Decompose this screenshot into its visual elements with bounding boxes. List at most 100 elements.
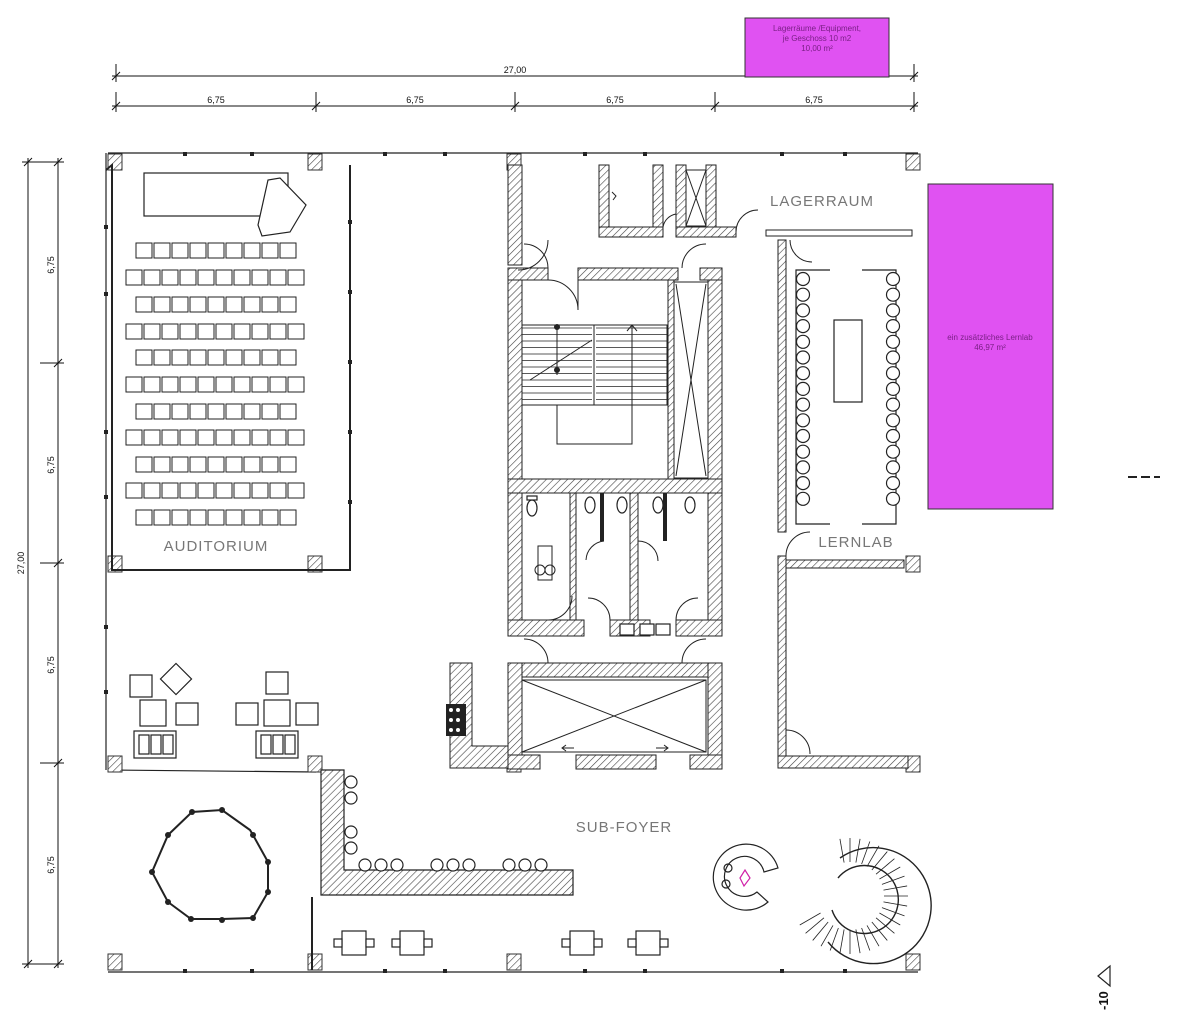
room-label-subfoyer: SUB-FOYER xyxy=(576,819,673,836)
auditorium-seat xyxy=(243,349,261,366)
auditorium-seat xyxy=(269,376,287,393)
auditorium-seat xyxy=(269,269,287,286)
auditorium-seat xyxy=(287,376,305,393)
storage-note-line-3: 10,00 m² xyxy=(801,44,833,53)
lernlab-chair xyxy=(795,491,811,506)
auditorium-seat xyxy=(215,376,233,393)
room-label-lagerraum: LAGERRAUM xyxy=(770,193,874,210)
auditorium-seat xyxy=(261,349,279,366)
auditorium-seat xyxy=(143,376,161,393)
auditorium-seat xyxy=(189,509,207,526)
auditorium-seat xyxy=(189,403,207,420)
lernlab-chair xyxy=(795,350,811,365)
lernlab-chair xyxy=(885,476,901,491)
dim-seg-2: 6,75 xyxy=(406,95,424,105)
lounge-furniture xyxy=(129,662,319,759)
lernlab-chair xyxy=(795,444,811,459)
dim-left-seg-4: 6,75 xyxy=(46,856,56,874)
lernlab-chair xyxy=(885,428,901,444)
dim-left-seg-2: 6,75 xyxy=(46,456,56,474)
dim-left-total: 27,00 xyxy=(16,552,26,575)
auditorium-seat xyxy=(207,349,225,366)
room-label-lernlab: LERNLAB xyxy=(818,534,893,551)
auditorium-seat xyxy=(243,509,261,526)
dim-seg-1: 6,75 xyxy=(207,95,225,105)
auditorium-seat xyxy=(171,403,189,420)
top-dimension-segments xyxy=(111,92,919,112)
auditorium-seat xyxy=(189,349,207,366)
auditorium-seat xyxy=(161,269,179,286)
spiral-stair xyxy=(799,838,932,965)
storage-highlight-box xyxy=(744,17,890,78)
auditorium-seat xyxy=(171,349,189,366)
storage-note-line-1: Lagerräume /Equipment, xyxy=(773,24,861,33)
auditorium-seat xyxy=(161,376,179,393)
auditorium-seat xyxy=(233,429,251,446)
auditorium-seat xyxy=(135,296,153,313)
auditorium-seat xyxy=(171,242,189,259)
auditorium-seat xyxy=(251,269,269,286)
auditorium-seat xyxy=(153,349,171,366)
auditorium-seat xyxy=(143,429,161,446)
lernlab-chair xyxy=(885,303,901,318)
auditorium-seat xyxy=(143,269,161,286)
lernlab xyxy=(777,239,909,769)
auditorium-seat xyxy=(153,296,171,313)
stage-lectern xyxy=(257,177,307,237)
auditorium-seat xyxy=(269,429,287,446)
service-counter xyxy=(446,662,509,769)
stair-core xyxy=(507,164,723,637)
auditorium-seat xyxy=(179,269,197,286)
auditorium-seat xyxy=(135,509,153,526)
auditorium-seat xyxy=(135,403,153,420)
lernlab-chair xyxy=(795,366,811,381)
auditorium-seat xyxy=(261,403,279,420)
left-dimension-segments xyxy=(40,157,64,969)
dim-left-seg-1: 6,75 xyxy=(46,256,56,274)
auditorium-seat xyxy=(261,242,279,259)
auditorium-seat xyxy=(161,323,179,340)
dim-seg-4: 6,75 xyxy=(805,95,823,105)
lernlab-chair xyxy=(885,334,901,349)
auditorium-seat xyxy=(225,349,243,366)
lernlab-chair xyxy=(885,350,901,365)
auditorium-seat xyxy=(287,429,305,446)
auditorium-seat xyxy=(261,296,279,313)
auditorium-seat xyxy=(207,403,225,420)
auditorium-seat xyxy=(125,269,143,286)
auditorium-seat xyxy=(135,242,153,259)
dim-left-seg-3: 6,75 xyxy=(46,656,56,674)
auditorium-seat xyxy=(215,269,233,286)
auditorium-seat xyxy=(207,456,225,473)
bar-counter xyxy=(320,769,574,896)
reception-desk xyxy=(712,843,779,911)
auditorium-seat xyxy=(197,376,215,393)
auditorium-seat xyxy=(143,323,161,340)
lernlab-chair xyxy=(885,444,901,459)
auditorium-seat xyxy=(279,296,297,313)
lernlab-chair xyxy=(885,319,901,334)
auditorium-seat xyxy=(233,376,251,393)
lernlab-chair xyxy=(885,287,901,302)
elevator-block xyxy=(507,243,723,770)
auditorium-seat xyxy=(125,482,143,499)
auditorium-seat xyxy=(225,242,243,259)
auditorium-seat xyxy=(179,429,197,446)
lernlab-chair xyxy=(885,397,901,412)
auditorium-seat xyxy=(171,456,189,473)
auditorium-seat xyxy=(279,349,297,366)
room-label-auditorium: AUDITORIUM xyxy=(164,538,269,555)
restrooms xyxy=(507,492,723,637)
auditorium-seat xyxy=(197,482,215,499)
auditorium-seating xyxy=(125,242,305,526)
lernlab-note-line-2: 46,97 m² xyxy=(974,343,1006,352)
facade-mullions xyxy=(104,152,847,973)
auditorium-seat xyxy=(161,429,179,446)
auditorium-seat xyxy=(243,403,261,420)
auditorium-seat xyxy=(197,269,215,286)
auditorium xyxy=(105,162,352,571)
auditorium-seat xyxy=(279,509,297,526)
lernlab-chair xyxy=(885,271,901,287)
auditorium-seat xyxy=(269,323,287,340)
